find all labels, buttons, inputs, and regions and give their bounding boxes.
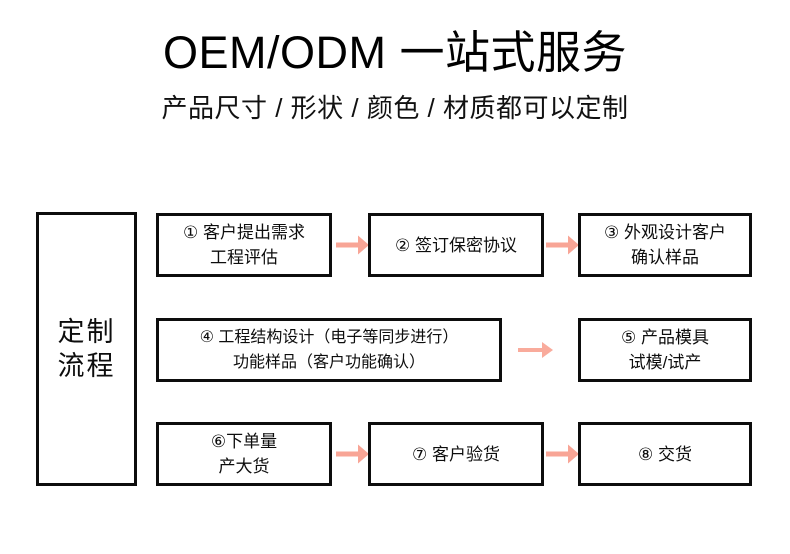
flow-step-1-line-1: ① 客户提出需求 [183,223,305,242]
page-header: OEM/ODM 一站式服务 产品尺寸 / 形状 / 颜色 / 材质都可以定制 [0,0,790,124]
flow-step-3-line-1: ③ 外观设计客户 [604,223,726,242]
arrow-right-icon [518,337,554,363]
flow-step-4-line-1: ④ 工程结构设计（电子等同步进行） [199,329,459,346]
flow-label-box: 定制 流程 [36,212,137,486]
flow-step-1: ① 客户提出需求 工程评估 [156,213,332,277]
flow-step-2-line-1: ② 签订保密协议 [395,235,517,255]
flow-step-2: ② 签订保密协议 [368,213,544,277]
flow-step-8: ⑧ 交货 [578,422,752,486]
flow-step-4: ④ 工程结构设计（电子等同步进行） 功能样品（客户功能确认） [156,318,502,382]
flow-step-1-line-2: 工程评估 [210,248,278,267]
flow-step-7: ⑦ 客户验货 [368,422,544,486]
flow-step-3: ③ 外观设计客户 确认样品 [578,213,752,277]
flow-step-6-line-2: 产大货 [218,457,270,476]
flow-step-8-line-1: ⑧ 交货 [638,444,692,464]
flow-step-7-line-1: ⑦ 客户验货 [412,444,500,464]
flow-label-line-1: 定制 [57,317,116,347]
page-title: OEM/ODM 一站式服务 [163,27,627,78]
page-subtitle: 产品尺寸 / 形状 / 颜色 / 材质都可以定制 [161,93,629,123]
flow-step-4-line-2: 功能样品（客户功能确认） [232,354,425,371]
arrow-right-icon [336,441,370,467]
flow-step-5-line-2: 试模/试产 [628,353,702,372]
flow-step-5: ⑤ 产品模具 试模/试产 [578,318,752,382]
flow-step-3-line-2: 确认样品 [631,248,699,267]
arrow-right-icon [546,441,580,467]
flow-step-6: ⑥下单量 产大货 [156,422,332,486]
flow-step-6-line-1: ⑥下单量 [210,432,278,451]
arrow-right-icon [546,232,580,258]
flow-label-line-2: 流程 [57,351,116,381]
arrow-right-icon [336,232,370,258]
flow-step-5-line-1: ⑤ 产品模具 [621,328,709,347]
